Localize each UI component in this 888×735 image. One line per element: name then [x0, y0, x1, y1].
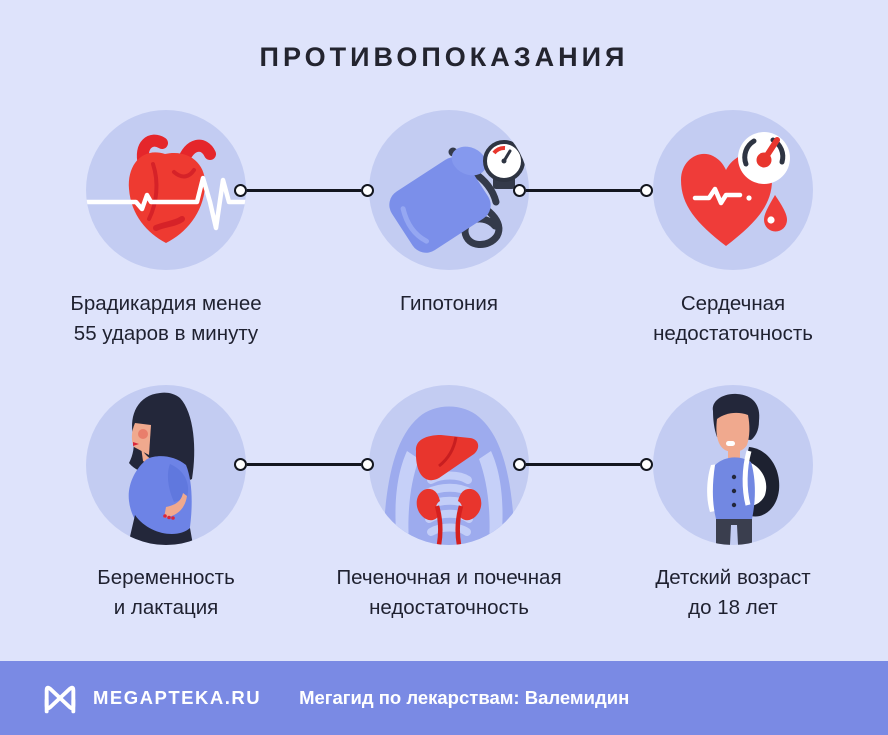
circle-pregnancy — [86, 385, 246, 545]
blood-pressure-monitor-icon — [389, 140, 525, 253]
footer-tagline: Мегагид по лекарствам: Валемидин — [299, 687, 630, 708]
connector-2-3 — [513, 184, 653, 197]
connector-4-5 — [234, 458, 374, 471]
connector-node-icon — [361, 184, 374, 197]
circle-hypotension — [369, 110, 529, 270]
footer-bar: MEGAPTEKA.RU Мегагид по лекарствам: Вале… — [0, 661, 888, 735]
label-bradycardia: Брадикардия менее 55 ударов в минуту — [6, 289, 326, 349]
circle-hepatic-renal — [369, 385, 529, 545]
label-line: до 18 лет — [688, 596, 778, 619]
label-hepatic-renal: Печеночная и почечная недостаточность — [289, 563, 609, 623]
connector-node-icon — [361, 458, 374, 471]
brand-name: MEGAPTEKA.RU — [93, 687, 262, 708]
connector-line — [247, 189, 361, 192]
heart-ecg-icon — [86, 134, 246, 243]
connector-node-icon — [513, 184, 526, 197]
connector-line — [526, 189, 640, 192]
circle-heart-failure — [653, 110, 813, 270]
label-line: недостаточность — [653, 322, 813, 345]
circle-children — [653, 385, 813, 545]
label-line: и лактация — [113, 596, 219, 619]
label-heart-failure: Сердечная недостаточность — [573, 289, 888, 349]
label-line: недостаточность — [369, 596, 529, 619]
megapteka-m-logo — [44, 685, 76, 714]
pregnant-woman-icon — [128, 392, 195, 545]
connector-line — [526, 463, 640, 466]
circle-bradycardia — [86, 110, 246, 270]
label-hypotension: Гипотония — [289, 289, 609, 319]
label-line: Беременность — [97, 566, 235, 589]
page-title: ПРОТИВОПОКАЗАНИЯ — [259, 42, 629, 72]
connector-node-icon — [640, 458, 653, 471]
label-line: 55 ударов в минуту — [73, 322, 259, 345]
connector-line — [247, 463, 361, 466]
connector-node-icon — [234, 458, 247, 471]
label-line: Гипотония — [400, 292, 498, 315]
heart-gauge-drop-icon — [681, 132, 790, 246]
liver-kidneys-icon — [383, 406, 515, 545]
connector-5-6 — [513, 458, 653, 471]
label-pregnancy: Беременность и лактация — [6, 563, 326, 623]
connector-node-icon — [234, 184, 247, 197]
label-children: Детский возраст до 18 лет — [573, 563, 888, 623]
connector-node-icon — [640, 184, 653, 197]
label-line: Печеночная и почечная — [336, 566, 562, 589]
label-line: Детский возраст — [655, 566, 811, 589]
label-line: Сердечная — [680, 292, 786, 315]
label-line: Брадикардия менее — [70, 292, 262, 315]
connector-1-2 — [234, 184, 374, 197]
connector-node-icon — [513, 458, 526, 471]
child-backpack-icon — [707, 393, 780, 545]
